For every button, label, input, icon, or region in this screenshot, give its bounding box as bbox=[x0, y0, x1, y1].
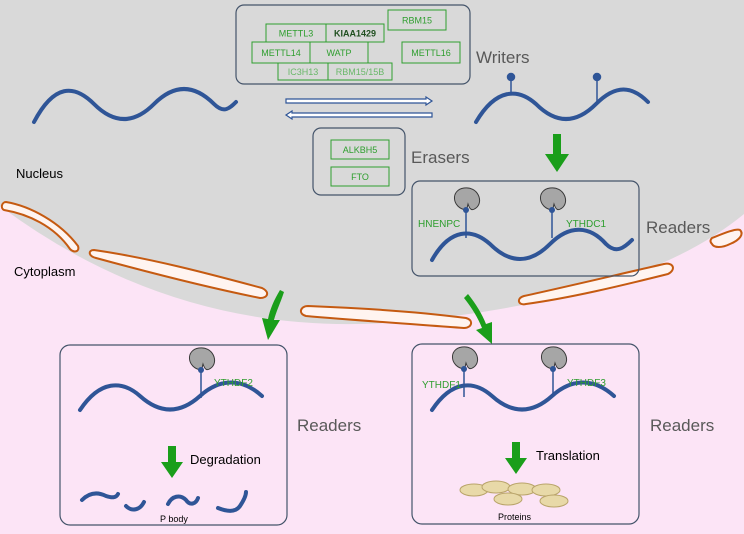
arrow-to-nuclear-readers bbox=[545, 134, 569, 172]
reader-ythdf2: YTHDF2 bbox=[214, 378, 253, 389]
reader-blob-hnenpc bbox=[453, 187, 481, 211]
translation-readers-title: Readers bbox=[650, 416, 714, 435]
rna-unmodified bbox=[32, 87, 238, 124]
erasers-title: Erasers bbox=[411, 148, 470, 167]
er-membrane bbox=[518, 262, 674, 306]
eraser-alkbh5: ALKBH5 bbox=[343, 145, 378, 155]
er-membranes bbox=[0, 200, 743, 330]
process-degradation: Degradation bbox=[190, 452, 261, 467]
writer-mettl14: METTL14 bbox=[261, 48, 301, 58]
m6a-mark bbox=[198, 367, 204, 373]
eraser-box-fto bbox=[330, 166, 390, 187]
reader-blob-ythdf3 bbox=[540, 346, 568, 370]
rna-fragment bbox=[216, 490, 248, 513]
m6a-marks bbox=[506, 72, 602, 104]
arrow-translation bbox=[505, 442, 527, 474]
writer-eraser-arrows bbox=[284, 95, 434, 121]
erasers-proteins: ALKBH5 FTO bbox=[330, 139, 390, 187]
rna-methylated bbox=[474, 87, 650, 124]
eraser-box-alkbh5 bbox=[330, 139, 390, 160]
writer-watp: WATP bbox=[327, 48, 352, 58]
protein-oval bbox=[481, 480, 511, 494]
rna-nuclear-readers bbox=[430, 227, 634, 262]
translation-readers-box bbox=[411, 343, 640, 525]
nucleus-label: Nucleus bbox=[16, 166, 63, 181]
arrow-degradation bbox=[161, 446, 183, 478]
process-translation: Translation bbox=[536, 448, 600, 463]
writer-rbm15: RBM15 bbox=[402, 16, 432, 26]
writers-title: Writers bbox=[476, 48, 530, 67]
nuclear-reader-proteins: HNENPC YTHDC1 bbox=[418, 187, 606, 238]
writer-mettl3: METTL3 bbox=[279, 29, 314, 39]
nuclear-readers-box bbox=[411, 180, 640, 277]
protein-ovals bbox=[459, 480, 569, 508]
writer-rbm15-15b: RBM15/15B bbox=[336, 67, 385, 77]
nucleus-region bbox=[0, 0, 744, 325]
er-membrane bbox=[300, 304, 472, 330]
writer-box-rbm15-15b bbox=[327, 62, 393, 81]
m6a-mark bbox=[506, 72, 516, 82]
m6a-mark bbox=[550, 366, 556, 372]
nuclear-readers-title: Readers bbox=[646, 218, 710, 237]
writer-ic3h13: IC3H13 bbox=[288, 67, 319, 77]
arrow-to-translation-readers bbox=[464, 294, 492, 344]
er-membrane bbox=[0, 200, 80, 253]
writer-kiaa1429: KIAA1429 bbox=[334, 29, 376, 39]
writer-box-mettl16 bbox=[401, 41, 461, 64]
protein-oval bbox=[539, 494, 569, 508]
eraser-fto: FTO bbox=[351, 172, 369, 182]
rna-fragment bbox=[166, 494, 200, 506]
writer-box-rbm15 bbox=[387, 9, 447, 31]
protein-oval bbox=[531, 483, 561, 497]
writers-proteins: METTL3 KIAA1429 RBM15 METTL14 WATP METTL… bbox=[251, 9, 461, 81]
writers-complex-box bbox=[235, 4, 471, 85]
eraser-arrow bbox=[284, 109, 433, 121]
erasers-complex-box bbox=[312, 127, 406, 196]
rna-fragment bbox=[80, 491, 120, 502]
reader-hnenpc: HNENPC bbox=[418, 219, 460, 230]
writer-mettl16: METTL16 bbox=[411, 48, 451, 58]
cytoplasm-label: Cytoplasm bbox=[14, 264, 75, 279]
rna-translation bbox=[430, 380, 616, 412]
rna-fragments bbox=[80, 490, 248, 513]
m6a-mark bbox=[463, 207, 469, 213]
m6a-mark bbox=[549, 207, 555, 213]
reader-blob-ythdf1 bbox=[451, 346, 479, 370]
m6a-mark bbox=[592, 72, 602, 82]
m6a-mark bbox=[461, 366, 467, 372]
degradation-readers-box bbox=[59, 344, 288, 526]
export-arrows bbox=[262, 290, 492, 344]
rna-degradation bbox=[78, 380, 264, 412]
arrow-to-degradation-readers bbox=[262, 290, 284, 340]
reader-ythdf3: YTHDF3 bbox=[567, 378, 606, 389]
er-membrane bbox=[88, 248, 268, 300]
reader-ythdc1: YTHDC1 bbox=[566, 219, 606, 230]
er-membrane bbox=[709, 228, 743, 248]
proteins-label: Proteins bbox=[498, 512, 532, 522]
protein-oval bbox=[493, 492, 523, 506]
reader-blob-ythdf2 bbox=[188, 347, 216, 371]
p-body-label: P body bbox=[160, 514, 188, 524]
reader-blob-ythdc1 bbox=[539, 187, 567, 211]
writer-arrow bbox=[285, 95, 434, 107]
degradation-readers-title: Readers bbox=[297, 416, 361, 435]
rna-fragment bbox=[124, 500, 146, 512]
reader-ythdf1: YTHDF1 bbox=[422, 380, 461, 391]
